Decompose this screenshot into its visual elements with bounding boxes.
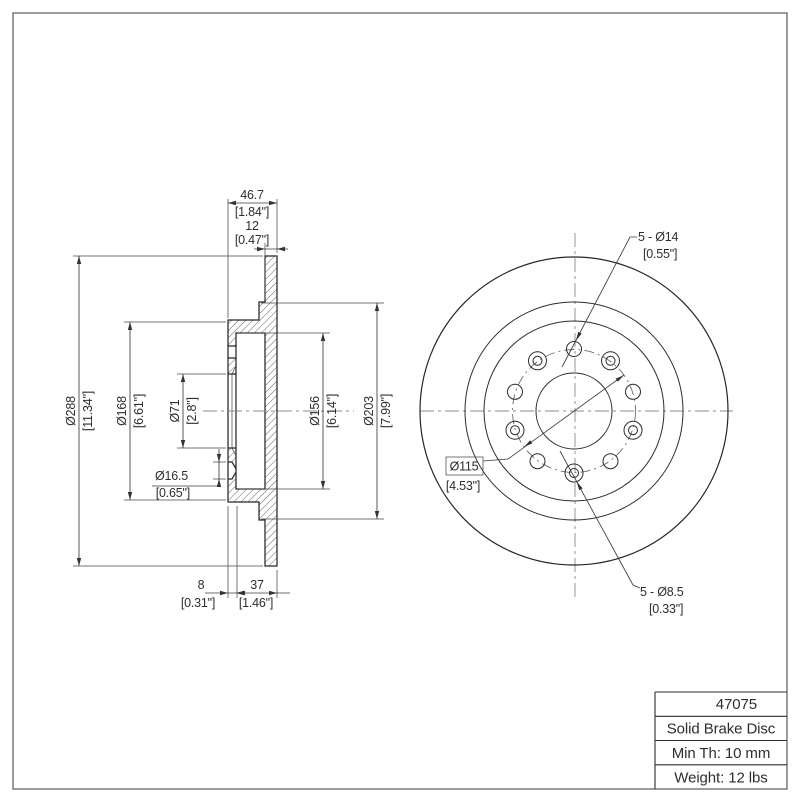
hat-depth-mm-label: 37	[250, 578, 264, 592]
section-dimension-labels: 46.7 [1.84"] 12 [0.47"] Ø288 [11.34"] Ø1…	[64, 188, 393, 610]
weight: Weight: 12 lbs	[674, 770, 767, 787]
section-extension-lines	[73, 199, 384, 598]
hat-outer-diameter-mm-label: Ø203	[362, 396, 376, 426]
inner-ring-diameter-mm-label: Ø168	[115, 396, 129, 426]
section-view: 46.7 [1.84"] 12 [0.47"] Ø288 [11.34"] Ø1…	[64, 188, 393, 610]
lug-hole	[625, 383, 641, 400]
small-holes-leader	[559, 450, 641, 589]
hat-inner-diameter-mm-label: Ø156	[308, 396, 322, 426]
title-block-grid	[654, 691, 787, 789]
bolt-circle	[512, 349, 636, 473]
center-bore-mm-label: Ø71	[168, 399, 182, 422]
lug-holes	[507, 341, 641, 470]
lug-holes-mm-label: 5 - Ø14	[638, 230, 679, 244]
lug-hole	[566, 341, 582, 357]
lug-hole	[602, 453, 619, 470]
bolt-circle-label-box	[445, 456, 484, 476]
center-bore-circle	[535, 372, 613, 450]
hat-depth-in-label: [1.46"]	[239, 596, 273, 610]
total-width-in-label: [1.84"]	[235, 205, 269, 219]
small-holes-mm-label: 5 - Ø8.5	[640, 585, 684, 599]
small-hole-counterbore	[564, 463, 584, 483]
hat-outer-diameter-in-label: [7.99"]	[379, 394, 393, 428]
product-name: Solid Brake Disc	[667, 721, 776, 738]
small-hole-counterbore	[623, 420, 643, 440]
bolt-circle-mm-label: Ø115	[450, 460, 479, 474]
outer-diameter-mm-label: Ø288	[64, 396, 78, 426]
section-dimension-lines	[78, 202, 378, 594]
small-hole	[532, 355, 543, 366]
small-hole-counterbore	[528, 351, 547, 371]
small-hole-counterbore	[601, 351, 620, 371]
lug-holes-in-label: [0.55"]	[643, 247, 677, 261]
small-hole-counterbore	[505, 420, 525, 440]
front-view: 5 - Ø14 [0.55"] Ø115 [4.53"] 5 - Ø8.5 [0…	[419, 230, 733, 616]
plate-thickness-in-label: [0.47"]	[235, 233, 269, 247]
braking-surface-inner-circle	[483, 320, 665, 502]
small-hole	[628, 425, 638, 436]
small-hole-in-label: [0.65"]	[156, 486, 190, 500]
lug-hole	[507, 383, 523, 400]
bolt-circle-dimension-line	[482, 374, 625, 462]
small-hole	[510, 425, 520, 436]
title-block: 47075 Solid Brake Disc Min Th: 10 mm Wei…	[654, 691, 787, 789]
page-border	[12, 12, 788, 790]
hat-inner-diameter-in-label: [6.14"]	[325, 394, 339, 428]
part-number: 47075	[716, 696, 757, 713]
bolt-circle-in-label: [4.53"]	[446, 479, 480, 493]
outer-diameter-circle	[419, 256, 729, 566]
min-thickness: Min Th: 10 mm	[672, 745, 770, 762]
plate-thickness-mm-label: 12	[245, 219, 259, 233]
total-width-mm-label: 46.7	[240, 188, 264, 202]
small-hole-mm-label: Ø16.5	[155, 469, 188, 483]
hat-face-thickness-mm-label: 8	[198, 578, 205, 592]
lug-holes-leader	[561, 236, 637, 368]
small-holes-in-label: [0.33"]	[649, 602, 683, 616]
small-hole	[605, 355, 616, 366]
outer-diameter-in-label: [11.34"]	[81, 391, 95, 431]
lug-hole	[529, 453, 546, 470]
hat-face-thickness-in-label: [0.31"]	[181, 596, 215, 610]
hat-outer-circle	[464, 301, 684, 521]
small-holes	[505, 351, 643, 483]
inner-ring-diameter-in-label: [6.61"]	[132, 394, 146, 428]
center-bore-in-label: [2.8"]	[185, 397, 199, 425]
